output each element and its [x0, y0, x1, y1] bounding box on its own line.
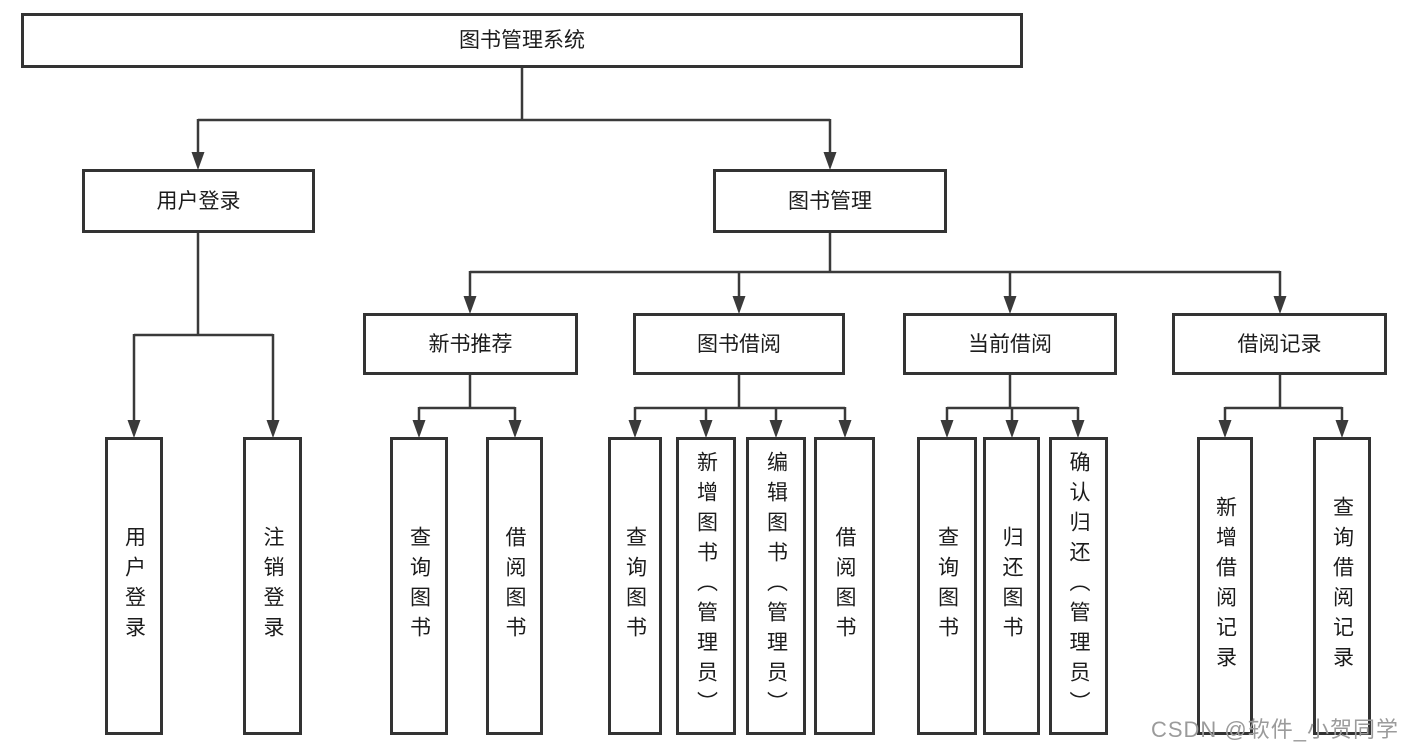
leaf-add-borrow-record: 新增借阅记录: [1197, 437, 1253, 735]
leaf-label: 借阅图书: [503, 526, 526, 646]
node-label: 当前借阅: [968, 332, 1052, 356]
leaf-label: 编辑图书（管理员）: [764, 451, 788, 721]
leaf-label: 查询图书: [935, 526, 959, 646]
leaf-borrow-books-1: 借阅图书: [486, 437, 543, 735]
node-new-book-recommend: 新书推荐: [363, 313, 578, 375]
leaf-query-books-3: 查询图书: [917, 437, 977, 735]
leaf-query-books-1: 查询图书: [390, 437, 448, 735]
node-book-management: 图书管理: [713, 169, 947, 233]
leaf-label: 查询图书: [407, 526, 431, 646]
leaf-query-books-2: 查询图书: [608, 437, 662, 735]
leaf-label: 借阅图书: [833, 526, 856, 646]
leaf-label: 注销登录: [261, 526, 284, 646]
leaf-label: 确认归还（管理员）: [1067, 451, 1090, 721]
leaf-label: 新增借阅记录: [1213, 496, 1237, 676]
node-label: 用户登录: [156, 189, 241, 213]
leaf-edit-book-admin: 编辑图书（管理员）: [746, 437, 806, 735]
leaf-label: 查询借阅记录: [1330, 496, 1354, 676]
node-label: 图书借阅: [697, 332, 781, 356]
node-label: 借阅记录: [1237, 332, 1322, 356]
node-library-management-system: 图书管理系统: [21, 13, 1023, 68]
leaf-borrow-books-2: 借阅图书: [814, 437, 875, 735]
leaf-label: 归还图书: [1000, 526, 1023, 646]
leaf-return-book: 归还图书: [983, 437, 1040, 735]
leaf-confirm-return-admin: 确认归还（管理员）: [1049, 437, 1108, 735]
leaf-user-login: 用户登录: [105, 437, 163, 735]
leaf-query-borrow-record: 查询借阅记录: [1313, 437, 1371, 735]
leaf-logout: 注销登录: [243, 437, 302, 735]
node-book-borrowing: 图书借阅: [633, 313, 845, 375]
node-borrowing-records: 借阅记录: [1172, 313, 1387, 375]
leaf-add-book-admin: 新增图书（管理员）: [676, 437, 736, 735]
node-current-borrowing: 当前借阅: [903, 313, 1117, 375]
node-label: 图书管理: [788, 189, 872, 213]
node-label: 图书管理系统: [459, 29, 585, 52]
csdn-watermark: CSDN @软件_小贺同学: [1150, 717, 1399, 742]
leaf-label: 新增图书（管理员）: [694, 451, 718, 721]
leaf-label: 查询图书: [623, 526, 647, 646]
leaf-label: 用户登录: [122, 526, 146, 646]
node-label: 新书推荐: [428, 332, 513, 356]
node-user-login: 用户登录: [82, 169, 315, 233]
